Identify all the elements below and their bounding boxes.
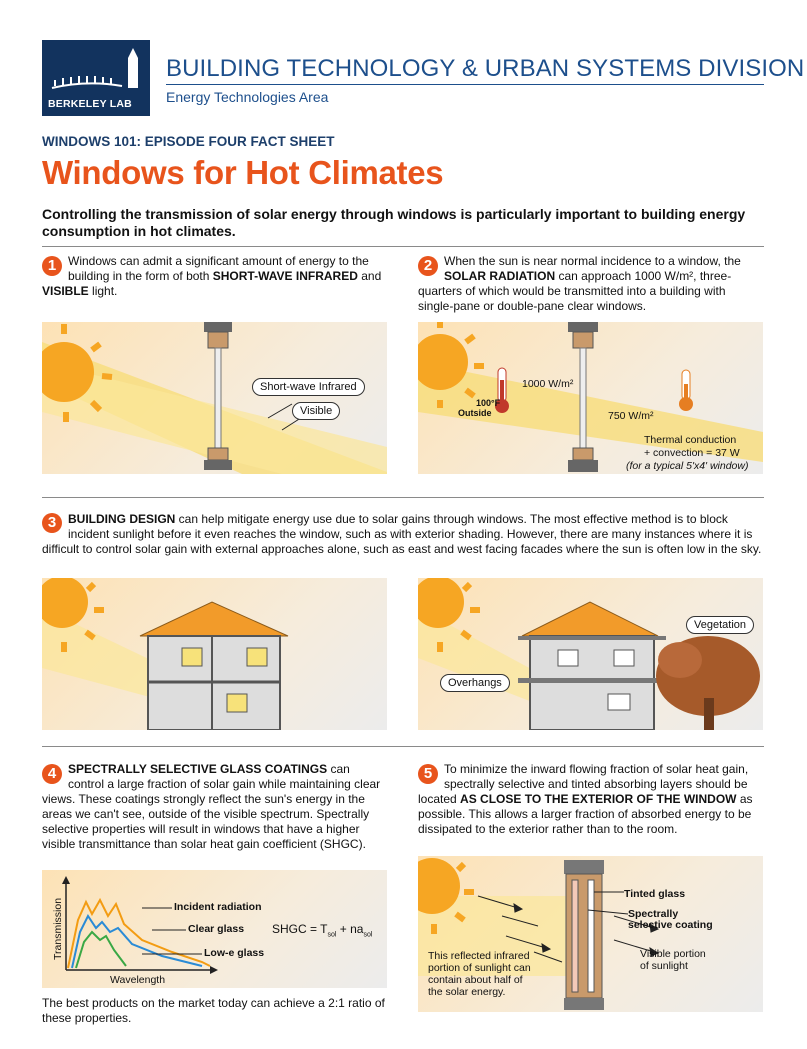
section-1-text: 1 Windows can admit a significant amount…: [42, 254, 382, 298]
thermal-label-1: Thermal conduction: [644, 434, 737, 446]
series-line-2: [71, 914, 203, 969]
chart-ylabel: Transmission: [52, 897, 64, 960]
section-2-illustration: 100°F Outside 1000 W/m² 750 W/m² Thermal…: [418, 322, 763, 474]
transmission-chart: Transmission Wavelength Incident radiati…: [42, 870, 387, 988]
section-2-text: 2 When the sun is near normal incidence …: [418, 254, 741, 313]
window-section-icon: [568, 322, 598, 472]
divider: [42, 746, 764, 747]
label-coating-1: Spectrally: [628, 908, 679, 920]
sun-icon: [418, 578, 480, 652]
section-4-footer: The best products on the market today ca…: [42, 996, 385, 1025]
section-5-text: 5 To minimize the inward flowing fractio…: [418, 762, 753, 836]
step-number: 4: [42, 764, 62, 784]
campanile-icon: [51, 48, 138, 89]
window-section-icon: [204, 322, 232, 470]
step-number: 1: [42, 256, 62, 276]
shgc-formula: SHGC = Tsol + nasol: [272, 922, 373, 939]
intro-text: Controlling the transmission of solar en…: [42, 206, 746, 239]
label-tinted-glass: Tinted glass: [624, 888, 686, 900]
sun-icon: [418, 322, 484, 408]
outside-label: Outside: [458, 408, 492, 418]
step-number: 2: [418, 256, 438, 276]
logo-text: BERKELEY LAB: [48, 98, 132, 110]
label-coating-2: selective coating: [628, 919, 713, 931]
series-line-3: [75, 930, 127, 969]
thermometer-icon: [495, 367, 509, 413]
header-divider: [166, 84, 764, 85]
section-1-illustration: Short-wave Infrared Visible: [42, 322, 387, 474]
area-subtitle: Energy Technologies Area: [166, 89, 329, 105]
label-reflected-2: portion of sunlight can: [428, 962, 531, 974]
page-title: Windows for Hot Climates: [42, 154, 444, 191]
house-illustration-unshaded: [42, 578, 387, 730]
chart-xlabel: Wavelength: [110, 974, 166, 986]
tree-icon: [656, 636, 760, 730]
sun-icon: [42, 324, 113, 422]
transmitted-flux: 750 W/m²: [608, 410, 654, 422]
callout-vegetation: Vegetation: [686, 616, 754, 634]
label-visible-1: Visible portion: [640, 948, 706, 960]
sun-icon: [42, 578, 104, 652]
section-5-illustration: Tinted glass Spectrally selective coatin…: [418, 856, 763, 1012]
house-icon: [139, 601, 289, 730]
section-4-text: 4 SPECTRALLY SELECTIVE GLASS COATINGS ca…: [42, 762, 381, 851]
outside-temp: 100°F: [476, 398, 501, 408]
callout-visible: Visible: [292, 402, 341, 420]
episode-label: WINDOWS 101: EPISODE FOUR FACT SHEET: [42, 134, 335, 149]
step-number: 3: [42, 513, 62, 533]
legend-lowe: Low-e glass: [204, 947, 265, 959]
thermometer-icon: [679, 369, 693, 411]
incident-flux: 1000 W/m²: [522, 378, 574, 390]
step-number: 5: [418, 764, 438, 784]
legend-incident: Incident radiation: [174, 901, 262, 913]
division-title: BUILDING TECHNOLOGY & URBAN SYSTEMS DIVI…: [166, 55, 805, 82]
label-visible-2: of sunlight: [640, 960, 688, 972]
section-3-text: 3 BUILDING DESIGN can help mitigate ener…: [42, 512, 762, 556]
window-section-icon: [564, 860, 604, 1010]
label-reflected-4: the solar energy.: [428, 986, 506, 998]
berkeley-lab-logo[interactable]: BERKELEY LAB: [42, 40, 150, 116]
divider: [42, 497, 764, 498]
label-reflected-1: This reflected infrared: [428, 950, 530, 962]
sun-icon: [418, 858, 474, 934]
callout-overhangs: Overhangs: [440, 674, 510, 692]
house-illustration-shaded: Vegetation Overhangs: [418, 578, 763, 730]
thermal-label-3: (for a typical 5'x4' window): [626, 460, 749, 472]
legend-clear: Clear glass: [188, 923, 245, 935]
callout-short-wave-infrared: Short-wave Infrared: [252, 378, 365, 396]
thermal-label-2: + convection = 37 W: [644, 447, 740, 459]
divider: [42, 246, 764, 247]
house-icon: [518, 601, 666, 730]
label-reflected-3: contain about half of: [428, 974, 523, 986]
